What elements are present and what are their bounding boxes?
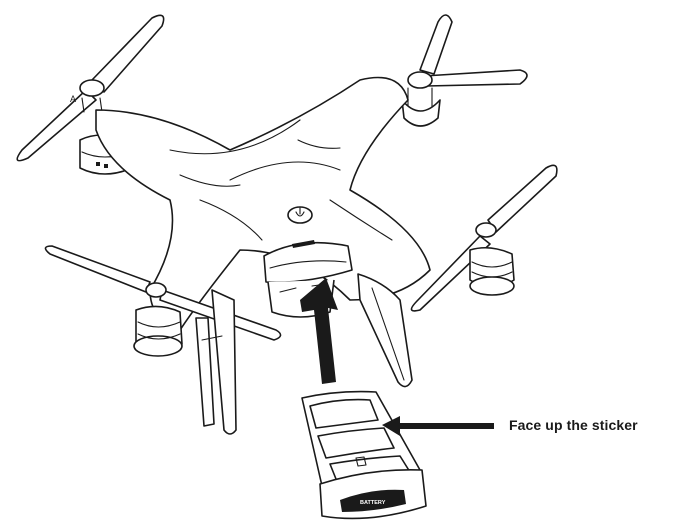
landing-gear-left <box>195 289 237 435</box>
propeller-back-left: A <box>16 14 165 162</box>
propeller-front-right <box>410 164 558 312</box>
pointer-arrow <box>382 416 494 436</box>
callout-text: Face up the sticker <box>509 417 638 433</box>
battery: BATTERY <box>301 390 427 520</box>
propeller-back-right <box>401 14 528 127</box>
landing-gear-right <box>357 273 413 388</box>
insert-arrow <box>300 278 338 384</box>
battery-label: BATTERY <box>360 500 386 506</box>
power-button-icon <box>287 206 313 224</box>
drone: A <box>16 14 558 435</box>
svg-text:A: A <box>70 94 76 104</box>
